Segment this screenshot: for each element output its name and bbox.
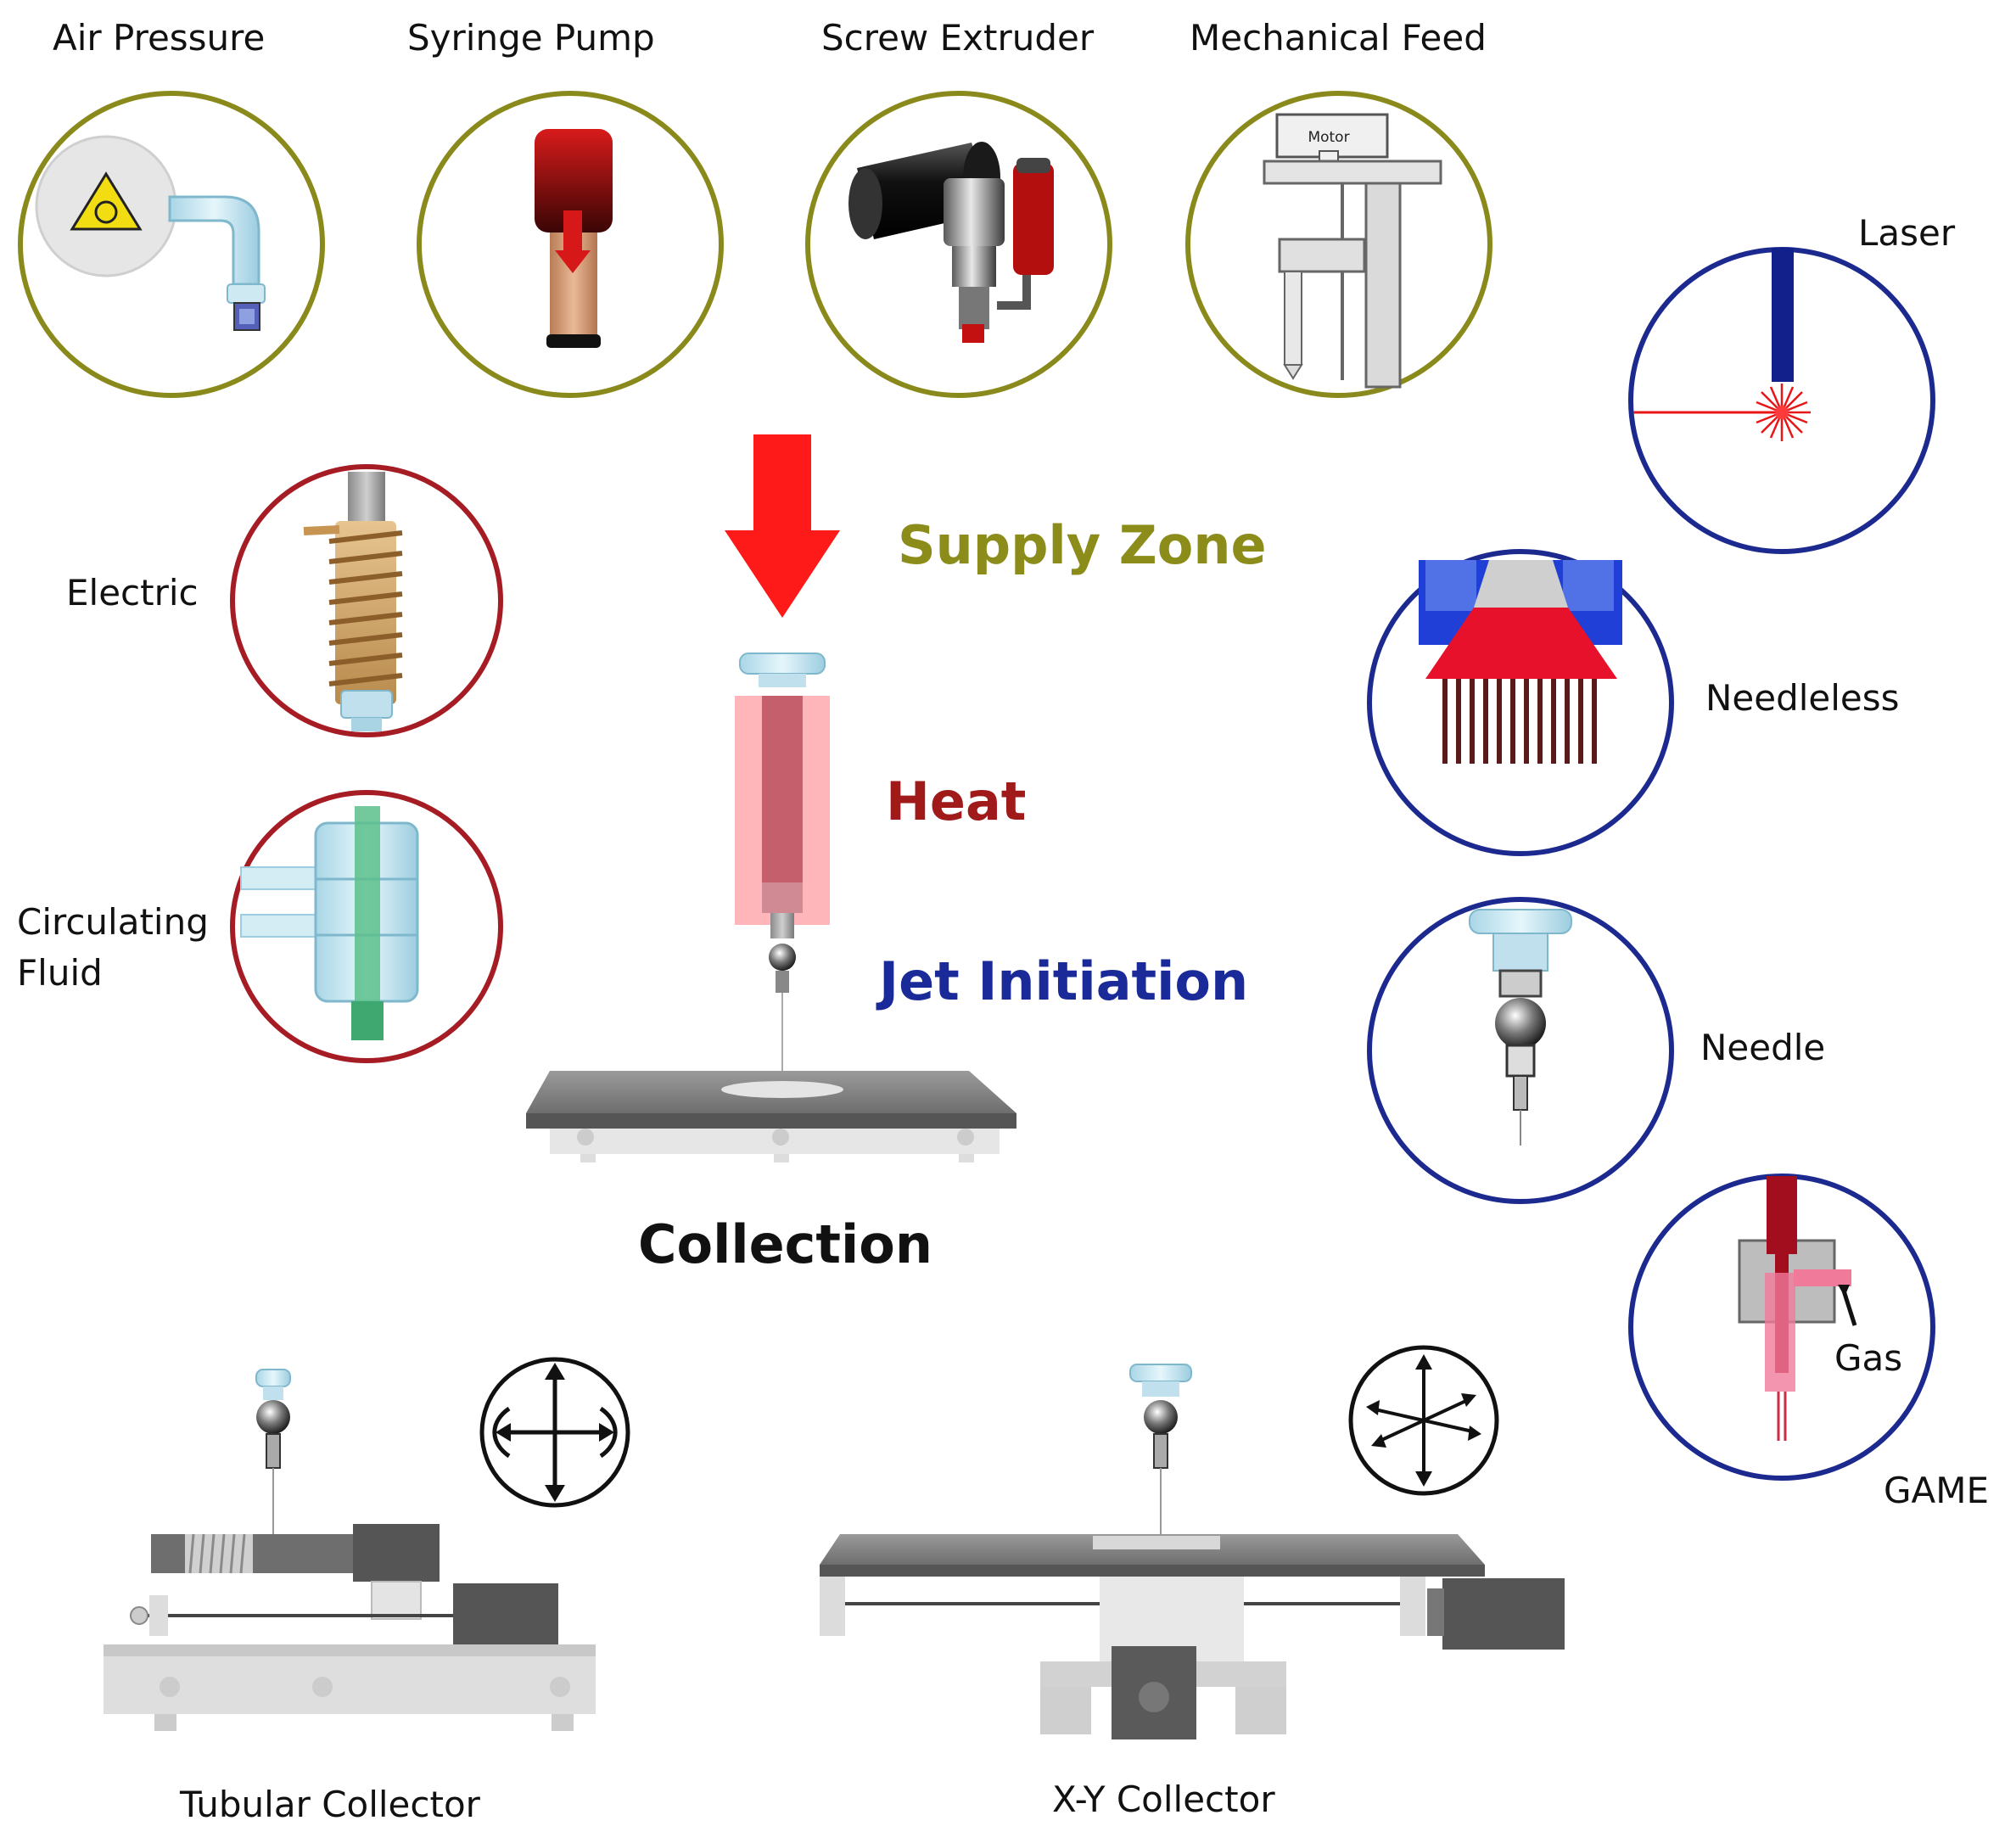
xy-motion-icon: [1348, 1345, 1499, 1496]
needle-label: Needle: [1700, 1027, 1826, 1068]
jet-initiation-label: Jet Initiation: [879, 950, 1249, 1012]
circulating-label: Circulating: [17, 901, 209, 943]
needle-illustration: [1367, 897, 1674, 1204]
laser-label: Laser: [1858, 212, 1956, 254]
needleless-illustration: [1367, 549, 1674, 856]
game-label: GAME: [1884, 1470, 1990, 1511]
mechanical-feed-label: Mechanical Feed: [1190, 17, 1487, 59]
supply-zone-label: Supply Zone: [898, 514, 1267, 576]
screw-extruder-label: Screw Extruder: [821, 17, 1095, 59]
circulating-fluid-illustration: [230, 790, 503, 1063]
supply-arrow: [725, 434, 840, 618]
tubular-collector-illustration: [104, 1369, 596, 1731]
laser-illustration: [1628, 247, 1935, 554]
syringe-pump-illustration: [417, 91, 724, 398]
xy-collector-illustration: [820, 1364, 1565, 1739]
air-pressure-label: Air Pressure: [53, 17, 266, 59]
mechanical-feed-illustration: [1185, 91, 1492, 398]
syringe-pump-label: Syringe Pump: [407, 17, 655, 59]
electric-heater-illustration: [230, 464, 503, 737]
electric-label: Electric: [66, 572, 199, 613]
air-pressure-illustration: [18, 91, 325, 398]
gas-label: Gas: [1834, 1337, 1903, 1379]
rotation-translation-icon: [479, 1357, 630, 1508]
motor-label: Motor: [1308, 129, 1349, 146]
xy-collector-label: X-Y Collector: [1052, 1779, 1275, 1820]
game-illustration: [1628, 1174, 1935, 1481]
collection-label: Collection: [638, 1213, 933, 1275]
collection-plate: [526, 1071, 1016, 1162]
central-spinneret: [735, 653, 830, 1079]
screw-extruder-illustration: [805, 91, 1112, 398]
heat-zone-label: Heat: [886, 770, 1027, 832]
needleless-label: Needleless: [1705, 677, 1900, 719]
fluid-label: Fluid: [17, 952, 103, 994]
tubular-collector-label: Tubular Collector: [180, 1784, 480, 1825]
